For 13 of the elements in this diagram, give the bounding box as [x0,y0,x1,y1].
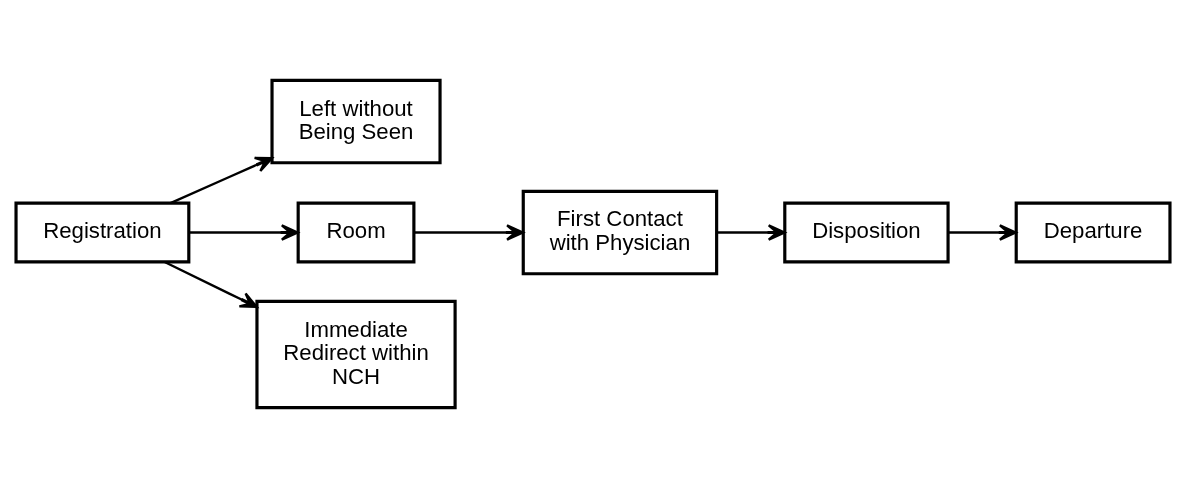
arrow [948,223,1017,241]
node-box: Departure [1014,201,1172,263]
arrow [164,260,258,308]
arrow [169,156,274,204]
node-box: First Contact with Physician [521,189,719,275]
node-box: Disposition [783,201,950,263]
node-box: Room [296,201,416,263]
node-box: Left without Being Seen [270,78,442,164]
node-box: Immediate Redirect within NCH [255,299,457,409]
node-box: Registration [14,201,191,263]
arrow [717,223,786,241]
arrow [189,223,299,241]
arrow [414,223,525,241]
